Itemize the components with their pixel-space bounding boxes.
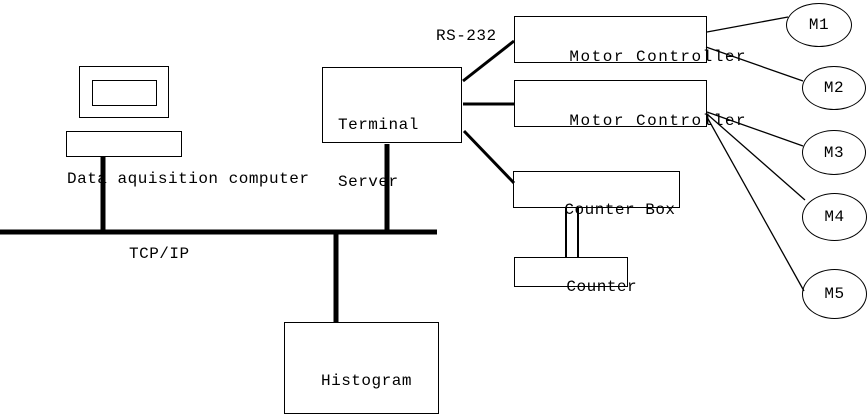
link-ts-motor-controller-1 xyxy=(462,39,515,83)
motor-m5-node: M5 xyxy=(802,269,867,319)
terminal-server-node: Terminal Server xyxy=(322,67,462,191)
counter-box-label: Counter Box xyxy=(564,201,676,219)
counter-box-node: Counter Box xyxy=(513,171,680,219)
counter-node: Counter xyxy=(514,257,637,296)
computer-keyboard-icon xyxy=(66,131,182,157)
link-mc1-m1 xyxy=(706,16,789,33)
motor-m2-node: M2 xyxy=(802,66,866,110)
motor-m2-label: M2 xyxy=(823,79,845,97)
motor-controller-1-node: Motor Controller xyxy=(514,16,746,66)
tcpip-label: TCP/IP xyxy=(129,245,190,263)
motor-m1-node: M1 xyxy=(786,3,852,47)
link-mc2-m5 xyxy=(706,116,805,292)
histogram-memory-label-line1: Histogram xyxy=(321,372,412,390)
motor-controller-1-label: Motor Controller xyxy=(569,48,748,66)
link-ts-counter-box xyxy=(462,129,516,185)
motor-m4-label: M4 xyxy=(824,208,845,226)
computer-screen-icon xyxy=(92,80,157,106)
rs232-label: RS-232 xyxy=(436,27,497,45)
counter-label: Counter xyxy=(566,278,638,296)
motor-m3-label: M3 xyxy=(823,143,845,162)
motor-m4-node: M4 xyxy=(802,193,867,241)
motor-controller-2-node: Motor Controller xyxy=(514,80,746,130)
motor-m3-node: M3 xyxy=(802,130,866,175)
terminal-server-label-line2: Server xyxy=(338,173,399,191)
motor-controller-2-label: Motor Controller xyxy=(569,112,748,130)
data-acquisition-label: Data aquisition computer xyxy=(67,170,310,188)
motor-m5-label: M5 xyxy=(824,285,845,303)
histogram-memory-node: Histogram Memory xyxy=(284,322,439,414)
terminal-server-label-line1: Terminal xyxy=(338,116,419,134)
motor-m1-label: M1 xyxy=(808,16,830,34)
